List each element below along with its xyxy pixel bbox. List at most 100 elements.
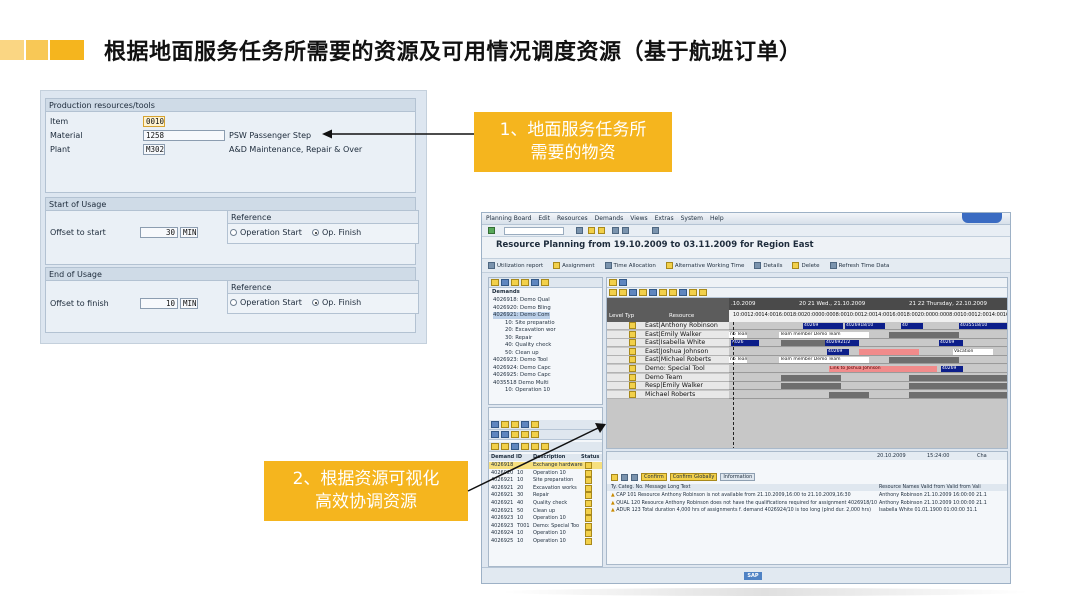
tool-icon[interactable] <box>531 443 539 450</box>
offset-start-unit[interactable]: MIN <box>180 227 198 238</box>
assignment-bar[interactable] <box>889 357 959 364</box>
tool-icon[interactable] <box>649 289 657 296</box>
confirm-button[interactable]: Confirm <box>641 473 667 481</box>
assignment-bar[interactable] <box>829 391 869 398</box>
assignment-bar[interactable]: no Team <box>729 357 747 364</box>
menu-item[interactable]: Demands <box>594 215 624 222</box>
tool-icon[interactable] <box>541 279 549 286</box>
assignment-bar[interactable] <box>889 331 959 338</box>
layout-icon[interactable] <box>652 227 659 234</box>
tool-icon[interactable] <box>689 289 697 296</box>
resource-row[interactable]: Demo: Special Tool <box>607 365 729 373</box>
tool-icon[interactable] <box>511 279 519 286</box>
app-toolbar-button[interactable]: Details <box>754 262 782 269</box>
tree-node[interactable]: 50: Clean up <box>505 349 539 356</box>
assignment-bar[interactable]: 40269 <box>939 340 963 347</box>
tool-icon[interactable] <box>639 289 647 296</box>
tool-icon[interactable] <box>491 431 499 438</box>
app-toolbar-button[interactable]: Alternative Working Time <box>665 262 744 269</box>
tool-icon[interactable] <box>619 289 627 296</box>
menu-item[interactable]: Resources <box>557 215 588 222</box>
menu-item[interactable]: Views <box>630 215 648 222</box>
tool-icon[interactable] <box>531 431 539 438</box>
tool-icon[interactable] <box>521 431 529 438</box>
radio-op-finish-2[interactable]: Op. Finish <box>312 298 361 307</box>
assignment-bar[interactable]: no Team <box>729 331 747 338</box>
tool-icon[interactable] <box>679 289 687 296</box>
tool-icon[interactable] <box>531 279 539 286</box>
resource-row[interactable]: Demo Team <box>607 373 729 382</box>
app-toolbar-button[interactable]: Assignment <box>553 262 595 269</box>
resource-row[interactable]: East|Anthony Robinson <box>607 322 729 330</box>
enter-icon[interactable] <box>488 227 495 234</box>
app-toolbar-button[interactable]: Time Allocation <box>604 262 656 269</box>
tool-icon[interactable] <box>501 431 509 438</box>
assignment-bar[interactable]: 4026 <box>731 340 759 347</box>
resource-row[interactable]: East|Michael Roberts <box>607 356 729 365</box>
tool-icon[interactable] <box>521 421 529 428</box>
confirm-globally-button[interactable]: Confirm Globally <box>669 473 718 481</box>
tree-node[interactable]: 4026918: Demo Qual <box>493 297 550 303</box>
resource-row[interactable]: Michael Roberts <box>607 390 729 399</box>
tree-node[interactable]: 20: Excavation wor <box>505 327 556 333</box>
tree-node[interactable]: 4026924: Demo Capc <box>493 364 551 371</box>
information-button[interactable]: Information <box>720 473 756 481</box>
export-icon[interactable] <box>631 473 638 481</box>
tool-icon[interactable] <box>491 279 499 286</box>
tool-icon[interactable] <box>659 289 667 296</box>
tool-icon[interactable] <box>511 431 519 438</box>
tool-icon[interactable] <box>531 421 539 428</box>
assignment-bar[interactable]: Team member Demo Team <box>779 357 869 364</box>
menu-item[interactable]: Extras <box>654 215 674 222</box>
assignment-bar[interactable] <box>909 391 1007 398</box>
assignment-bar[interactable]: 40 <box>901 323 923 329</box>
window-controls[interactable] <box>962 213 1002 223</box>
tool-icon[interactable] <box>609 289 617 296</box>
resource-row[interactable]: East|Joshua Johnson <box>607 347 729 356</box>
offset-finish-unit[interactable]: MIN <box>180 298 198 309</box>
assignment-bar[interactable]: Link to Joshua Johnson <box>829 366 937 372</box>
tool-icon[interactable] <box>521 279 529 286</box>
assignment-bar[interactable]: Vacation <box>953 348 993 355</box>
save-icon[interactable] <box>576 227 583 234</box>
assignment-bar[interactable] <box>781 374 841 381</box>
resource-row[interactable]: East|Emily Walker <box>607 330 729 339</box>
tree-node[interactable]: 40: Quality check <box>505 342 552 348</box>
item-field[interactable]: 0010 <box>143 116 165 127</box>
assignment-bar[interactable]: 40269 <box>803 323 843 329</box>
plant-field[interactable]: M302 <box>143 144 165 155</box>
tool-icon[interactable] <box>541 443 549 450</box>
assignment-bar[interactable]: 40269 <box>941 366 963 372</box>
offset-finish-field[interactable]: 10 <box>140 298 178 309</box>
tool-icon[interactable] <box>491 443 499 450</box>
app-toolbar-button[interactable]: Utilization report <box>488 262 543 269</box>
assignment-bar[interactable] <box>909 383 1007 390</box>
tree-node[interactable]: 4026920: Demo Bling <box>493 304 551 311</box>
assignment-bar[interactable]: 4026918/10 <box>845 323 885 329</box>
tool-icon[interactable] <box>501 279 509 286</box>
tool-icon[interactable] <box>491 421 499 428</box>
tool-icon[interactable] <box>521 443 529 450</box>
material-field[interactable]: 1258 <box>143 130 225 141</box>
tool-icon[interactable] <box>511 421 519 428</box>
tree-node[interactable]: 4035518 Demo Multi <box>493 379 549 386</box>
message-row[interactable]: ▲ ADUR 123 Total duration 4,000 hrs of a… <box>607 507 1007 514</box>
tree-node[interactable]: 4026925: Demo Capc <box>493 372 551 378</box>
app-toolbar-button[interactable]: Delete <box>792 262 820 269</box>
tree-node[interactable]: 4026923: Demo Tool <box>493 357 548 363</box>
resource-row[interactable]: East|Isabella White <box>607 339 729 348</box>
tool-icon[interactable] <box>501 421 509 428</box>
assignment-bar[interactable] <box>859 348 919 355</box>
find-icon[interactable] <box>622 227 629 234</box>
tool-icon[interactable] <box>629 289 637 296</box>
radio-op-finish-1[interactable]: Op. Finish <box>312 228 361 237</box>
sort-icon[interactable] <box>621 473 628 481</box>
app-toolbar-button[interactable]: Refresh Time Data <box>829 262 889 269</box>
